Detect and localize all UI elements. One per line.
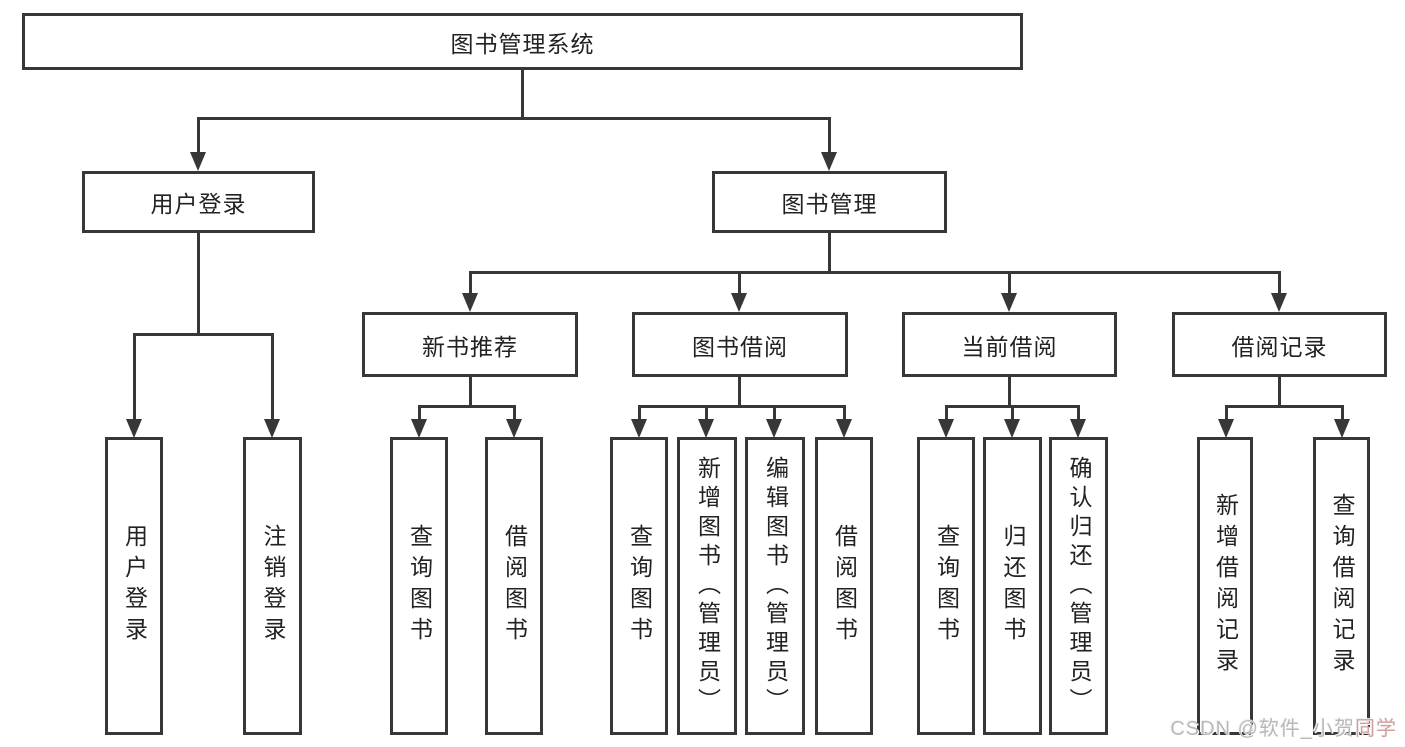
connector-stem-br-1 <box>1225 405 1228 421</box>
arrowhead-user-login <box>190 152 206 171</box>
connector-stem-cb-1 <box>945 405 948 421</box>
connector-stem-nb-1 <box>418 405 421 421</box>
connector-level1-branch <box>197 117 831 120</box>
connector-login-branch <box>133 333 274 336</box>
leaf-bb-query-books: 查询图书 <box>610 437 668 735</box>
leaf-cb-return-books: 归还图书 <box>983 437 1042 735</box>
leaf-user-login: 用户登录 <box>105 437 163 735</box>
leaf-cb-confirm-return: 确认归还（管理员） <box>1049 437 1108 735</box>
leaf-bb-query-books-label: 查询图书 <box>626 524 653 648</box>
arrowhead-cb-1 <box>938 419 954 438</box>
leaf-bb-add-books: 新增图书（管理员） <box>677 437 737 735</box>
node-root-label: 图书管理系统 <box>450 30 595 57</box>
leaf-nb-query-books-label: 查询图书 <box>406 524 433 648</box>
connector-stem-user-login <box>197 117 200 155</box>
arrowhead-bb-4 <box>836 419 852 438</box>
leaf-bb-add-books-label: 新增图书（管理员） <box>694 455 721 717</box>
connector-stem-br-2 <box>1341 405 1344 421</box>
arrowhead-new-books <box>462 293 478 312</box>
arrowhead-book-borrow <box>731 293 747 312</box>
connector-new-books-branch <box>418 405 516 408</box>
connector-stem-bb-3 <box>773 405 776 421</box>
leaf-logout: 注销登录 <box>243 437 302 735</box>
node-current-borrow: 当前借阅 <box>902 312 1117 377</box>
connector-stem-current-borrow <box>1008 271 1011 296</box>
connector-borrow-records-branch <box>1225 405 1343 408</box>
arrowhead-login-2 <box>264 419 280 438</box>
leaf-bb-borrow-books: 借阅图书 <box>815 437 873 735</box>
connector-book-borrow-branch <box>638 405 845 408</box>
node-borrow-records-label: 借阅记录 <box>1231 333 1328 360</box>
connector-stem-nb-2 <box>513 405 516 421</box>
node-current-borrow-label: 当前借阅 <box>961 333 1058 360</box>
node-new-books: 新书推荐 <box>362 312 578 377</box>
connector-book-mgmt-trunk <box>828 233 831 274</box>
leaf-cb-confirm-return-label: 确认归还（管理员） <box>1066 455 1092 717</box>
watermark-accent-text: 同学 <box>1355 718 1397 740</box>
leaf-bb-edit-books: 编辑图书（管理员） <box>745 437 805 735</box>
arrowhead-login-1 <box>126 419 142 438</box>
leaf-br-add-record-label: 新增借阅记录 <box>1212 493 1239 679</box>
node-user-login: 用户登录 <box>82 171 315 233</box>
leaf-user-login-label: 用户登录 <box>121 524 148 648</box>
node-book-mgmt-label: 图书管理 <box>781 191 878 217</box>
connector-stem-bb-2 <box>705 405 708 421</box>
leaf-nb-borrow-books: 借阅图书 <box>485 437 543 735</box>
connector-stem-borrow-records <box>1278 271 1281 296</box>
arrowhead-cb-2 <box>1004 419 1020 438</box>
leaf-bb-edit-books-label: 编辑图书（管理员） <box>762 455 789 717</box>
leaf-nb-borrow-books-label: 借阅图书 <box>501 524 528 648</box>
connector-current-borrow-trunk <box>1008 377 1011 408</box>
connector-borrow-records-trunk <box>1278 377 1281 408</box>
leaf-bb-borrow-books-label: 借阅图书 <box>831 524 858 648</box>
arrowhead-current-borrow <box>1001 293 1017 312</box>
connector-stem-bb-1 <box>638 405 641 421</box>
leaf-logout-label: 注销登录 <box>260 524 286 648</box>
node-book-borrow: 图书借阅 <box>632 312 848 377</box>
node-book-borrow-label: 图书借阅 <box>692 333 788 360</box>
node-new-books-label: 新书推荐 <box>422 333 518 360</box>
connector-stem-login-1 <box>133 333 136 421</box>
connector-stem-login-2 <box>271 333 274 421</box>
leaf-br-query-record: 查询借阅记录 <box>1313 437 1370 735</box>
connector-level2-branch <box>469 271 1281 274</box>
connector-root-trunk <box>521 70 524 120</box>
watermark-text: CSDN @软件_小贺 <box>1170 718 1355 740</box>
arrowhead-nb-1 <box>411 419 427 438</box>
arrowhead-br-2 <box>1334 419 1350 438</box>
connector-stem-new-books <box>469 271 472 296</box>
leaf-cb-query-books: 查询图书 <box>917 437 975 735</box>
leaf-cb-return-books-label: 归还图书 <box>1000 524 1026 648</box>
connector-book-borrow-trunk <box>738 377 741 408</box>
node-root: 图书管理系统 <box>22 13 1023 70</box>
arrowhead-nb-2 <box>506 419 522 438</box>
connector-user-login-trunk <box>197 233 200 336</box>
connector-stem-book-borrow <box>738 271 741 296</box>
arrowhead-bb-2 <box>698 419 714 438</box>
connector-stem-book-mgmt <box>828 117 831 155</box>
leaf-br-query-record-label: 查询借阅记录 <box>1329 493 1355 679</box>
leaf-cb-query-books-label: 查询图书 <box>933 524 960 648</box>
connector-stem-cb-2 <box>1011 405 1014 421</box>
connector-stem-bb-4 <box>843 405 846 421</box>
arrowhead-bb-1 <box>631 419 647 438</box>
connector-stem-cb-3 <box>1077 405 1080 421</box>
node-borrow-records: 借阅记录 <box>1172 312 1387 377</box>
arrowhead-bb-3 <box>766 419 782 438</box>
watermark: CSDN @软件_小贺同学 <box>1170 712 1397 741</box>
connector-new-books-trunk <box>469 377 472 408</box>
arrowhead-borrow-records <box>1271 293 1287 312</box>
node-user-login-label: 用户登录 <box>150 191 247 217</box>
arrowhead-br-1 <box>1218 419 1234 438</box>
node-book-mgmt: 图书管理 <box>712 171 947 233</box>
arrowhead-book-mgmt <box>821 152 837 171</box>
leaf-br-add-record: 新增借阅记录 <box>1197 437 1253 735</box>
leaf-nb-query-books: 查询图书 <box>390 437 448 735</box>
arrowhead-cb-3 <box>1070 419 1086 438</box>
